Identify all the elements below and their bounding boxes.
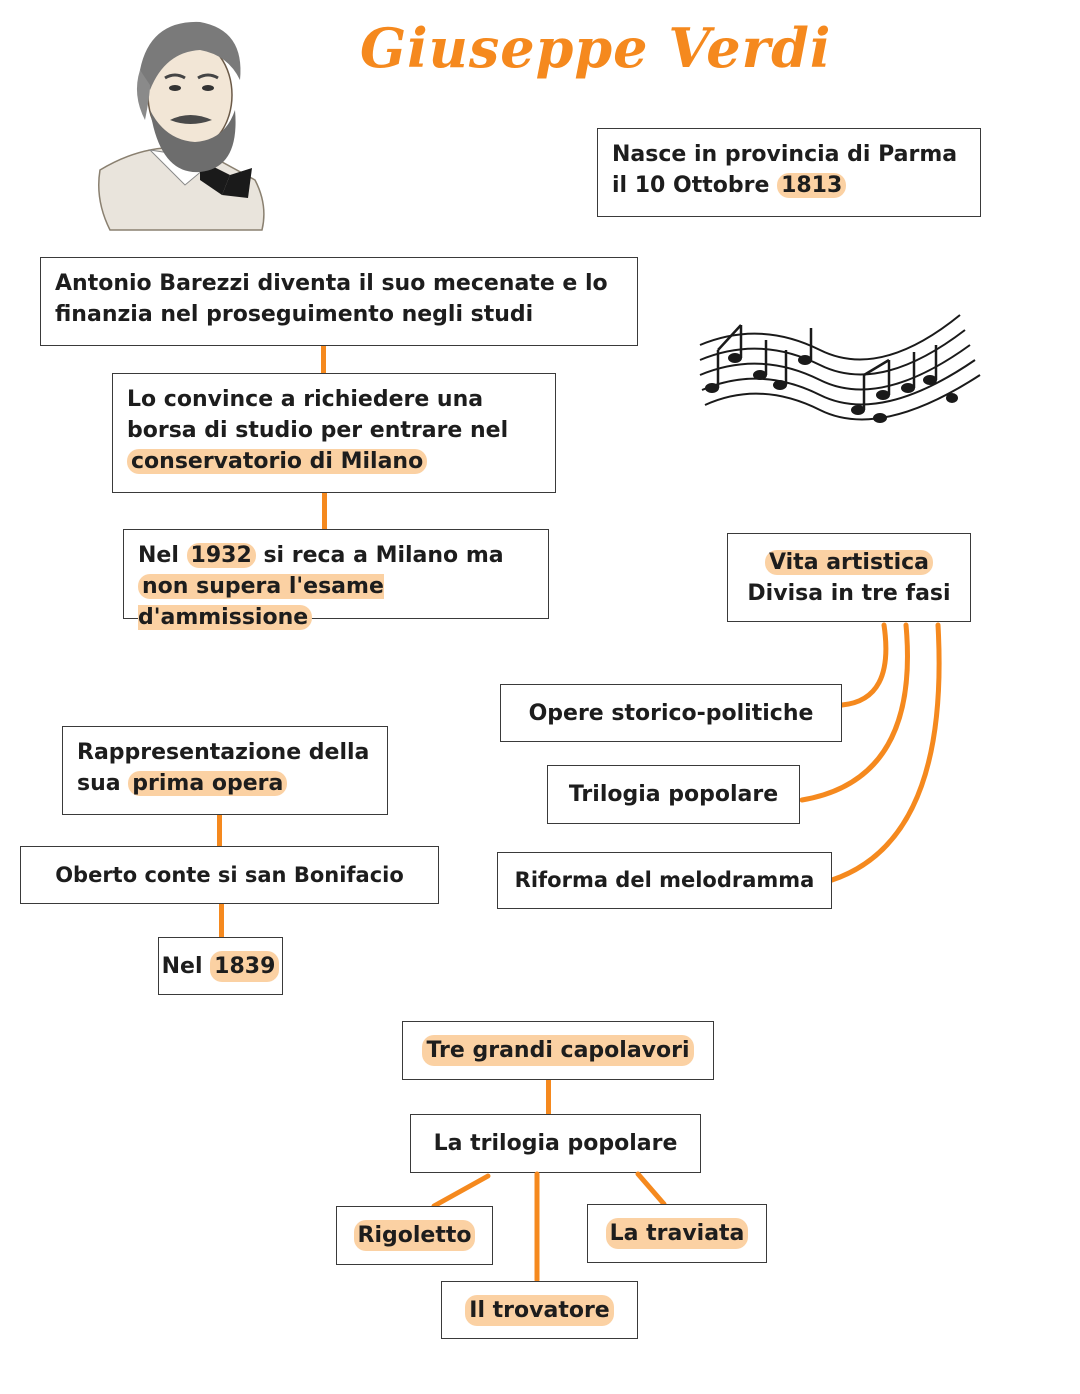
page-title: Giuseppe Verdi [360, 16, 832, 80]
year-pre: Nel [161, 953, 203, 979]
connector [321, 346, 326, 374]
work-box: La traviata [587, 1204, 767, 1263]
phase-box: Trilogia popolare [547, 765, 800, 824]
work-title: Rigoletto [353, 1220, 476, 1251]
year-box: Nel 1839 [158, 937, 283, 995]
first-opera-box: Rappresentazione della sua prima opera [62, 726, 388, 815]
conservatory-highlight: conservatorio di Milano [127, 449, 428, 474]
work-title: La traviata [605, 1218, 749, 1249]
phase-box: Opere storico-politiche [500, 684, 842, 742]
connector [217, 815, 222, 847]
phase-box: Riforma del melodramma [497, 852, 832, 909]
masterpieces-title: Tre grandi capolavori [422, 1035, 694, 1066]
oberto-box: Oberto conte si san Bonifacio [20, 846, 439, 904]
career-highlight: Vita artistica [765, 549, 933, 575]
birth-text: Nasce in provincia di Parma il 10 Ottobr… [612, 142, 958, 198]
connector [546, 1080, 551, 1115]
first-opera-highlight: prima opera [128, 771, 288, 796]
masterpieces-box: Tre grandi capolavori [402, 1021, 714, 1080]
connector [322, 493, 327, 530]
career-text: Divisa in tre fasi [747, 580, 951, 606]
work-box: Rigoletto [336, 1206, 493, 1265]
trilogy-box: La trilogia popolare [410, 1114, 701, 1173]
conservatory-box: Lo convince a richiedere una borsa di st… [112, 373, 556, 493]
career-box: Vita artistica Divisa in tre fasi [727, 533, 971, 622]
birth-box: Nasce in provincia di Parma il 10 Ottobr… [597, 128, 981, 217]
exam-mid: si reca a Milano ma [263, 543, 504, 568]
conservatory-text: Lo convince a richiedere una borsa di st… [127, 387, 509, 443]
work-title: Il trovatore [465, 1294, 614, 1326]
birth-year: 1813 [777, 173, 847, 198]
career-connectors [799, 622, 942, 883]
exam-pre: Nel [138, 543, 179, 568]
exam-box: Nel 1932 si reca a Milano ma non supera … [123, 529, 549, 630]
connector [219, 904, 224, 938]
verdi-portrait-illustration [98, 21, 265, 231]
year-value: 1839 [210, 950, 280, 982]
work-box: Il trovatore [441, 1281, 638, 1339]
music-staff-icon [699, 314, 981, 423]
mecenate-box: Antonio Barezzi diventa il suo mecenate … [40, 257, 638, 346]
first-opera-text: Rappresentazione della sua [77, 740, 370, 796]
exam-year: 1932 [186, 543, 256, 568]
